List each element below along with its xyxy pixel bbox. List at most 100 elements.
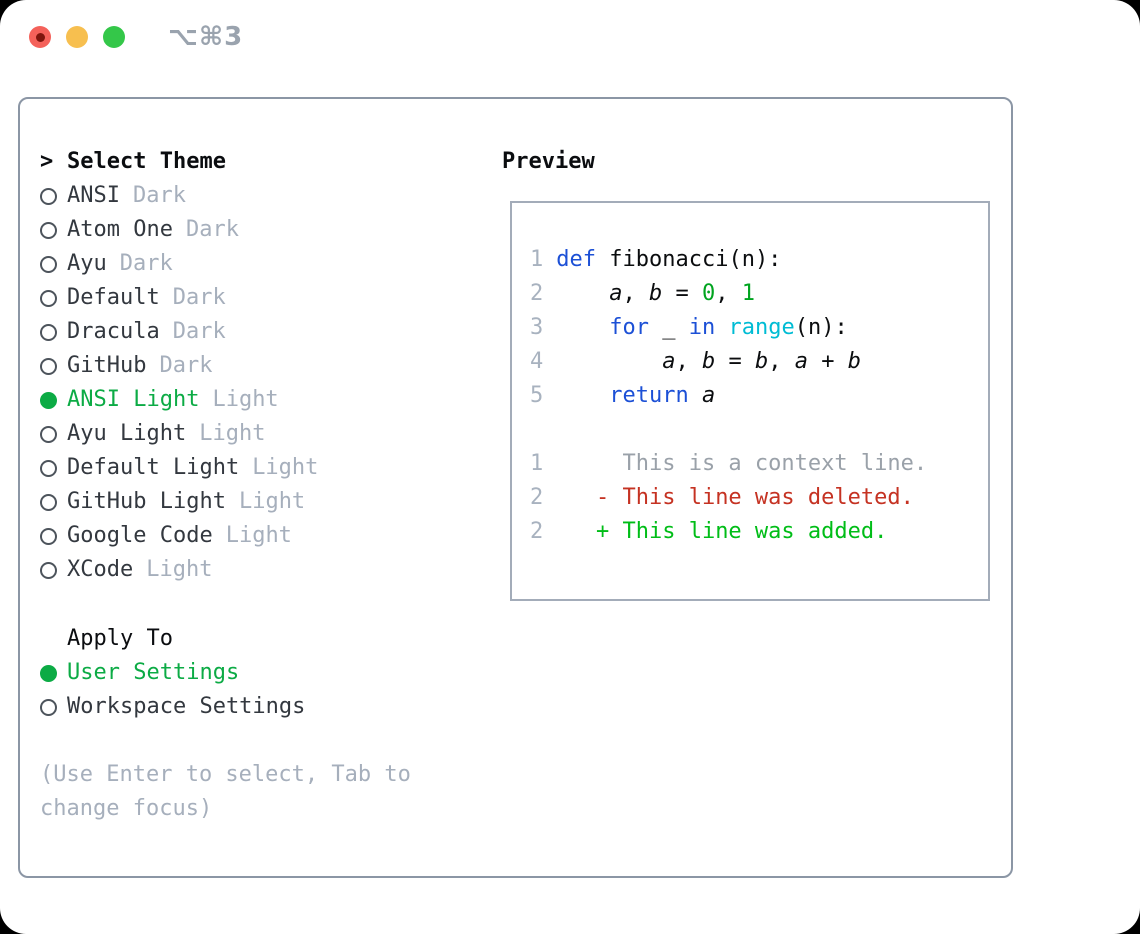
theme-name: GitHub bbox=[67, 353, 147, 378]
theme-name: Google Code bbox=[67, 523, 213, 548]
code-token-plain: , bbox=[768, 349, 795, 374]
line-number: 4 bbox=[530, 349, 544, 374]
code-token-plain bbox=[556, 349, 662, 374]
code-token-variable: a bbox=[701, 383, 716, 408]
maximize-button[interactable] bbox=[103, 26, 125, 48]
code-token-keyword: in bbox=[688, 315, 716, 340]
code-token-keyword: def bbox=[556, 247, 596, 272]
theme-name: Atom One bbox=[67, 217, 173, 242]
code-token-added: + This line was added. bbox=[556, 519, 888, 544]
apply-option-user-settings[interactable]: User Settings bbox=[40, 656, 502, 690]
code-token-plain bbox=[689, 383, 702, 408]
code-line: 3 for _ in range(n): bbox=[530, 311, 988, 345]
code-line: 1 def fibonacci(n): bbox=[530, 243, 988, 277]
code-line: 4 a, b = b, a + b bbox=[530, 345, 988, 379]
line-number: 3 bbox=[530, 315, 544, 340]
theme-name: ANSI bbox=[67, 183, 120, 208]
line-number: 5 bbox=[530, 383, 544, 408]
window-title: ⌥⌘3 bbox=[168, 22, 244, 52]
theme-variant-badge: Light bbox=[225, 523, 292, 548]
theme-option-github-light[interactable]: GitHub Light Light bbox=[40, 485, 502, 519]
theme-name: Ayu Light bbox=[67, 421, 187, 446]
code-line: 2 - This line was deleted. bbox=[530, 481, 988, 515]
code-line: 2 + This line was added. bbox=[530, 515, 988, 549]
radio-selected-icon bbox=[40, 664, 57, 682]
minimize-button[interactable] bbox=[66, 26, 88, 48]
code-token-plain bbox=[556, 383, 609, 408]
theme-variant-badge: Dark bbox=[172, 319, 226, 344]
code-token-variable: a bbox=[794, 349, 808, 374]
theme-variant-badge: Dark bbox=[119, 251, 173, 276]
radio-icon bbox=[40, 493, 57, 511]
apply-option-label: Workspace Settings bbox=[67, 694, 306, 719]
radio-icon bbox=[40, 221, 57, 239]
theme-name: ANSI Light bbox=[67, 387, 200, 412]
code-token-number: 1 bbox=[741, 281, 755, 306]
theme-name: Default Light bbox=[67, 455, 240, 480]
theme-name: GitHub Light bbox=[67, 489, 226, 514]
preview-title: Preview bbox=[502, 149, 595, 174]
code-token-context: This is a context line. bbox=[556, 451, 928, 476]
line-number: 1 bbox=[530, 247, 544, 272]
apply-to-header-row: Apply To bbox=[40, 622, 502, 656]
theme-option-google-code[interactable]: Google Code Light bbox=[40, 519, 502, 553]
radio-icon bbox=[40, 561, 57, 579]
code-token-number: 0 bbox=[701, 281, 716, 306]
code-token-plain: _ bbox=[648, 315, 689, 340]
code-token-variable: b bbox=[754, 349, 769, 374]
code-line bbox=[530, 413, 988, 447]
code-token-plain: = bbox=[715, 349, 755, 374]
code-line: 2 a, b = 0, 1 bbox=[530, 277, 988, 311]
theme-option-ansi-light[interactable]: ANSI Light Light bbox=[40, 383, 502, 417]
code-token-variable: b bbox=[847, 349, 861, 374]
code-token-builtin: range bbox=[728, 315, 795, 340]
radio-icon bbox=[40, 289, 57, 307]
code-token-variable: a bbox=[609, 281, 623, 306]
radio-icon bbox=[40, 187, 57, 205]
theme-variant-badge: Light bbox=[238, 489, 306, 514]
theme-variant-badge: Light bbox=[212, 387, 279, 412]
code-token-plain bbox=[556, 315, 609, 340]
selection-caret-icon: > bbox=[40, 149, 54, 174]
radio-icon bbox=[40, 357, 57, 375]
code-token-plain: , bbox=[675, 349, 702, 374]
radio-selected-icon bbox=[40, 391, 57, 409]
select-theme-title: Select Theme bbox=[67, 149, 226, 174]
code-line: 5 return a bbox=[530, 379, 988, 413]
code-token-variable: a bbox=[662, 349, 676, 374]
line-number: 1 bbox=[530, 451, 544, 476]
code-token-variable: b bbox=[648, 281, 663, 306]
hint-text: (Use Enter to select, Tab to change focu… bbox=[40, 762, 411, 821]
code-line: 1 This is a context line. bbox=[530, 447, 988, 481]
code-token-deleted: - This line was deleted. bbox=[556, 485, 914, 510]
code-token-plain: , bbox=[715, 281, 742, 306]
theme-variant-badge: Dark bbox=[172, 285, 226, 310]
apply-option-workspace-settings[interactable]: Workspace Settings bbox=[40, 690, 502, 724]
theme-name: XCode bbox=[67, 557, 134, 582]
close-button[interactable] bbox=[29, 26, 51, 48]
titlebar: ⌥⌘3 bbox=[0, 0, 1140, 75]
select-theme-header-row: > Select Theme bbox=[40, 145, 502, 179]
code-token-plain bbox=[556, 281, 609, 306]
code-token-keyword: return bbox=[609, 383, 689, 408]
code-token-plain: fibonacci(n): bbox=[596, 247, 782, 272]
radio-icon bbox=[40, 527, 57, 545]
code-token-variable: b bbox=[701, 349, 716, 374]
code-token-plain: + bbox=[807, 349, 848, 374]
